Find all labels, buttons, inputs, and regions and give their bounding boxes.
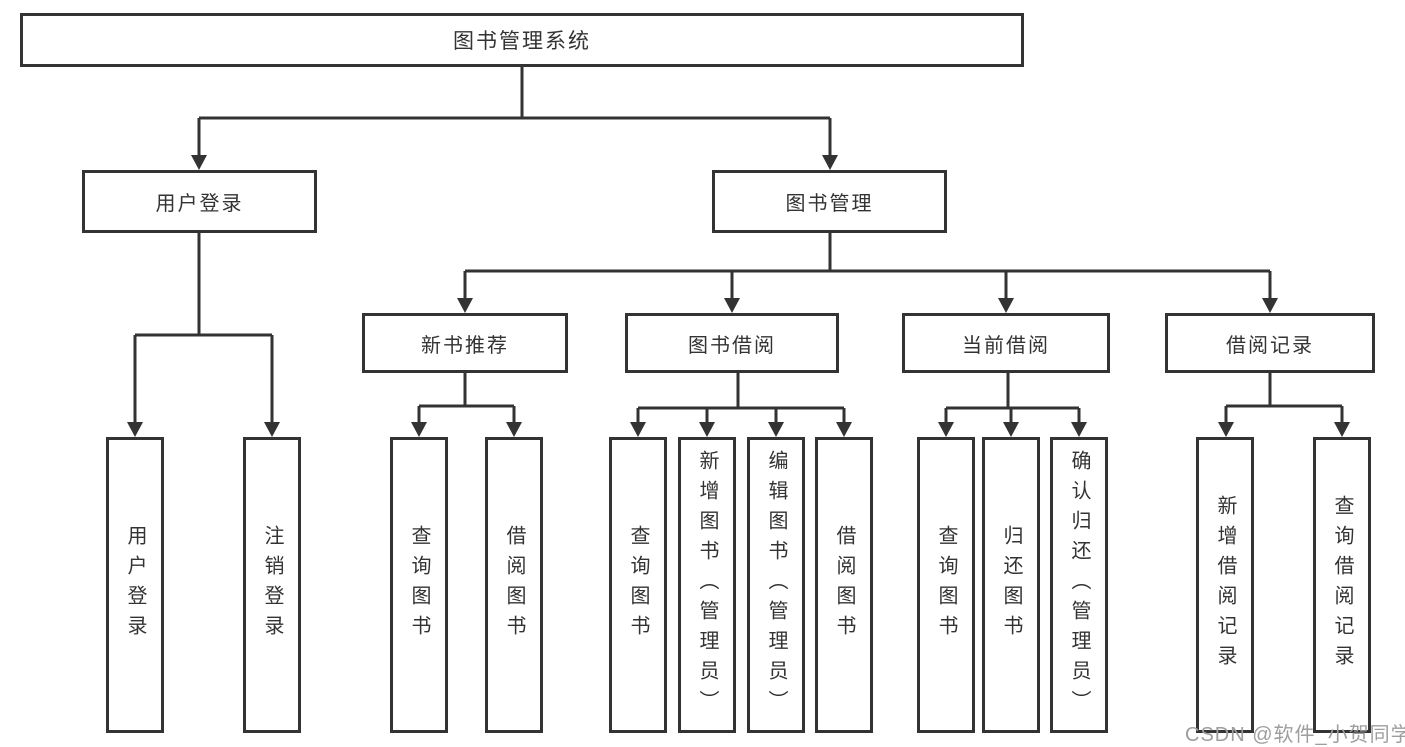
leaf-current-query-books: 查询图书 [917,437,975,733]
leaf-logout: 注销登录 [243,437,301,733]
leaf-borrow-query-books: 查询图书 [609,437,667,733]
node-book-borrowing: 图书借阅 [625,313,839,373]
leaf-borrow-add-books-admin: 新增图书（管理员） [678,437,736,733]
node-borrowing-records: 借阅记录 [1165,313,1375,373]
leaf-newbook-query-books: 查询图书 [390,437,448,733]
leaf-current-confirm-return-admin: 确认归还（管理员） [1050,437,1108,733]
connector-borrow-records-to-leaves [1218,373,1350,437]
node-user-login: 用户登录 [82,170,317,233]
connector-book-mgmt-to-level3 [457,233,1278,313]
leaf-user-login: 用户登录 [106,437,164,733]
node-current-borrowing: 当前借阅 [902,313,1110,373]
node-new-book-recommendation: 新书推荐 [362,313,568,373]
leaf-records-query-borrow-record: 查询借阅记录 [1313,437,1371,733]
connector-new-book-to-leaves [411,373,522,437]
connector-book-borrow-to-leaves [630,373,852,437]
connector-current-borrow-to-leaves [938,373,1087,437]
node-library-management-system: 图书管理系统 [20,13,1024,67]
connector-root-to-level2 [191,67,838,170]
csdn-watermark: CSDN @软件_小贺同学 [1185,724,1405,746]
leaf-borrow-edit-books-admin: 编辑图书（管理员） [747,437,805,733]
leaf-current-return-books: 归还图书 [982,437,1040,733]
connector-user-login-to-leaves [127,233,280,437]
node-book-management: 图书管理 [712,170,947,233]
leaf-borrow-borrow-books: 借阅图书 [815,437,873,733]
leaf-records-add-borrow-record: 新增借阅记录 [1196,437,1254,733]
leaf-newbook-borrow-books: 借阅图书 [485,437,543,733]
